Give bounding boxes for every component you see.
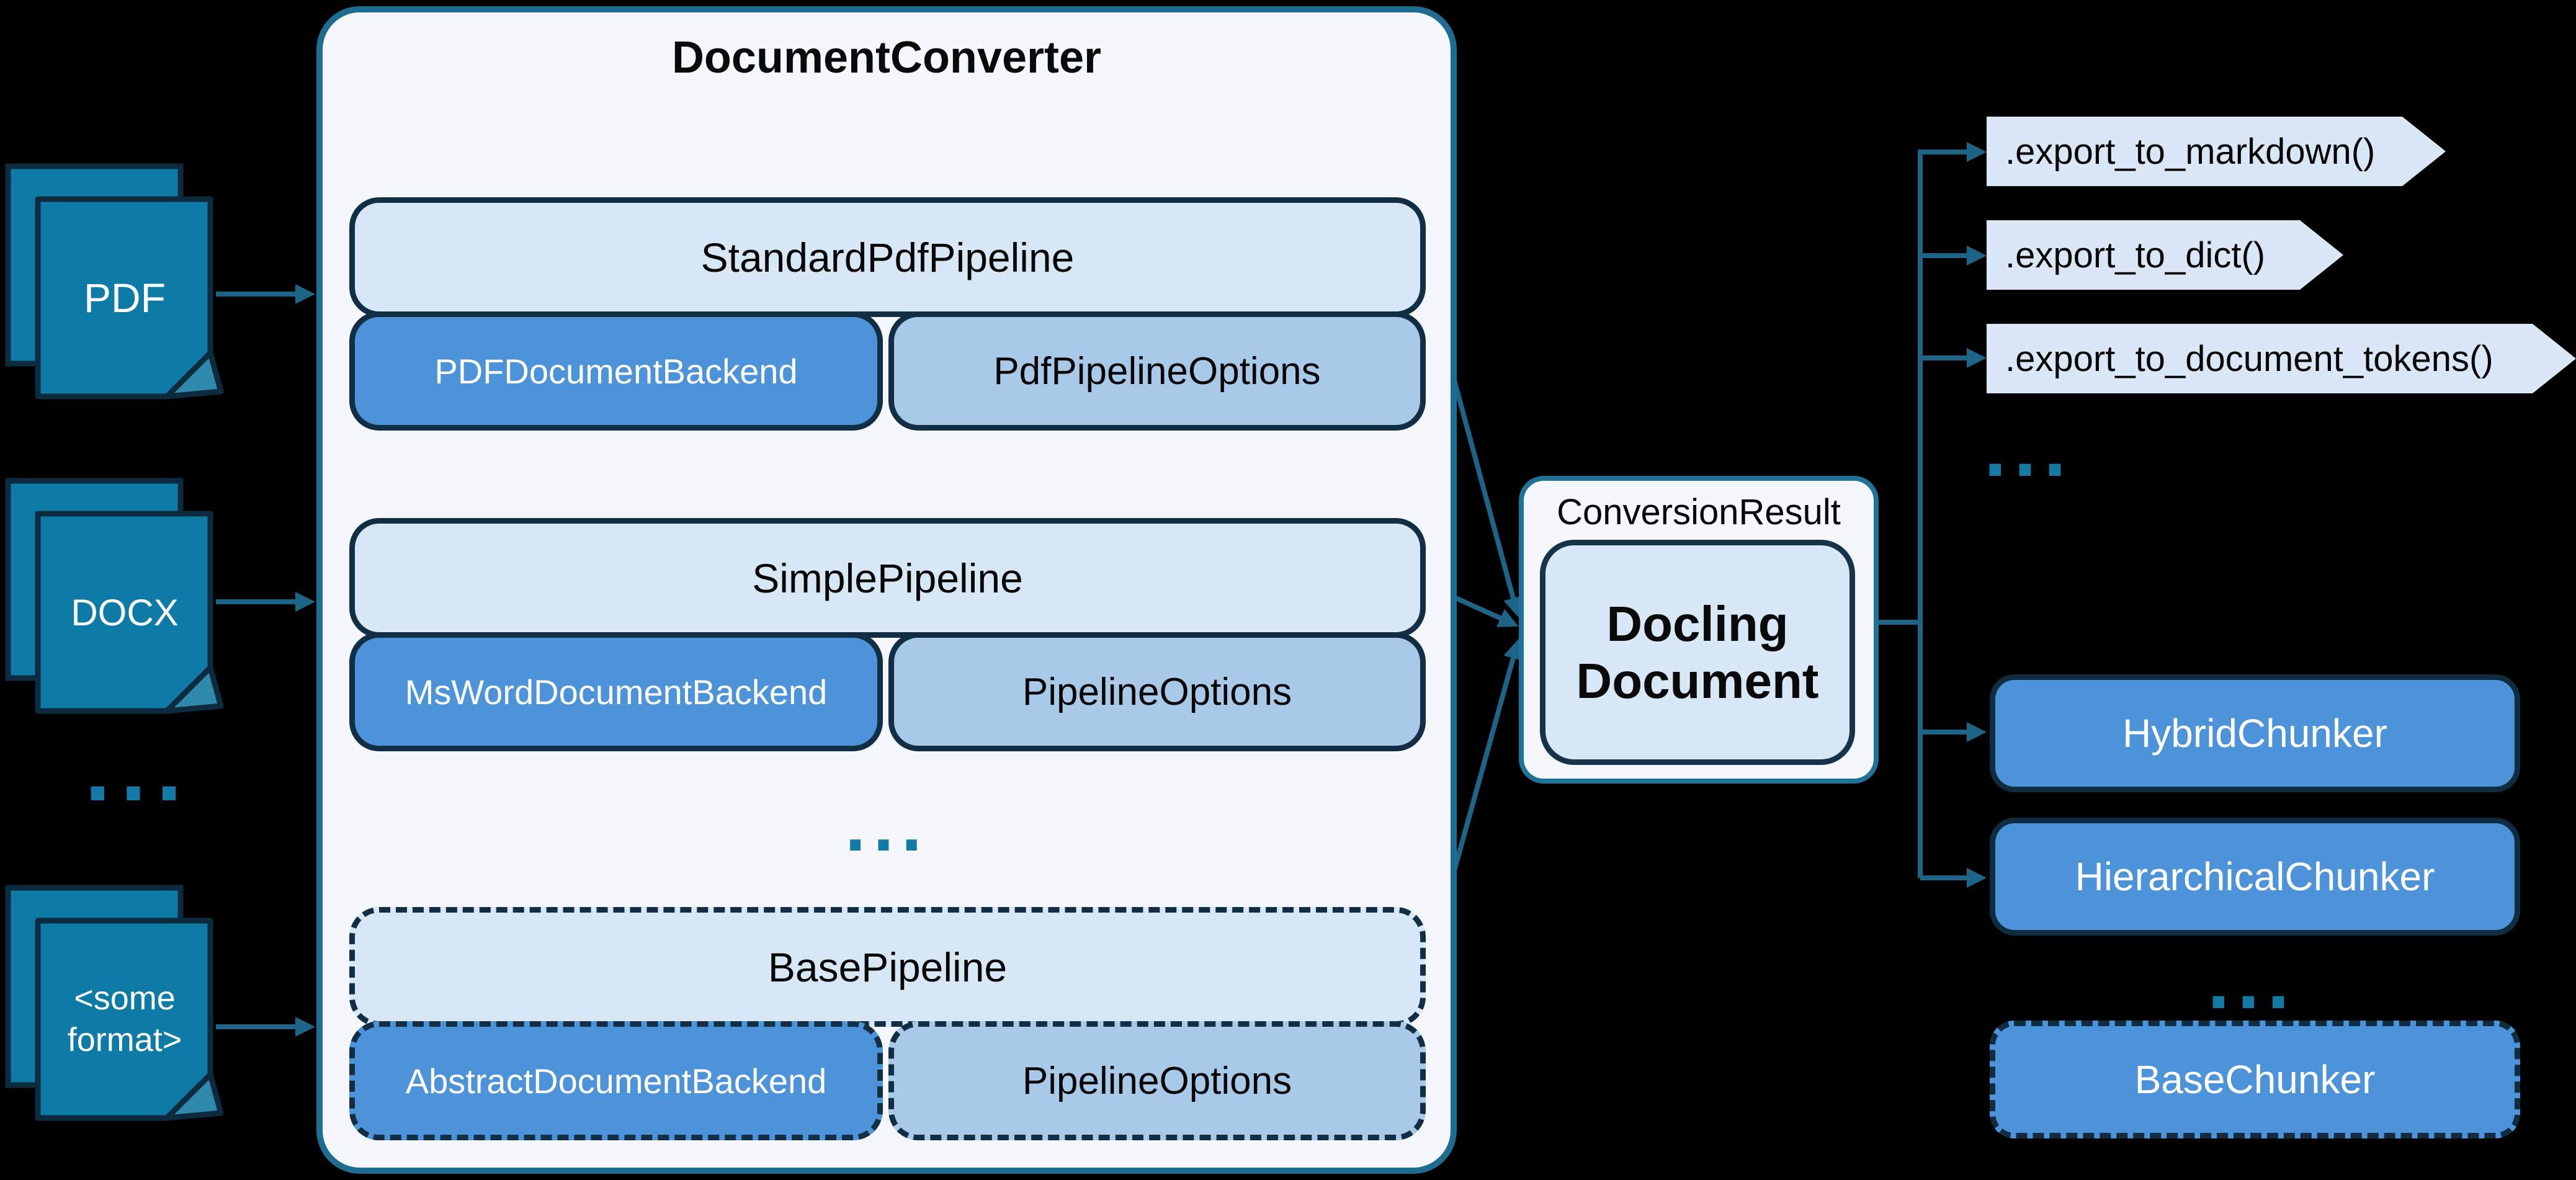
document-label: DOCX [71,591,179,633]
backend-box-msworddocumentbackend: MsWordDocumentBackend [349,632,883,751]
document-pages-icon [5,885,224,1121]
export-chevron-dict: .export_to_dict() [1987,220,2343,290]
document-pages-icon [5,478,224,714]
backend-box-pdfdocumentbackend: PDFDocumentBackend [349,311,883,431]
options-box-pdfpipelineoptions: PdfPipelineOptions [888,311,1426,431]
conversionresult-label: ConversionResult [1557,492,1841,532]
document-label: PDF [84,274,166,321]
export-chevron-markdown: .export_to_markdown() [1987,117,2446,186]
pipeline-box-simplepipeline: SimplePipeline [349,518,1426,638]
documentconverter-title: DocumentConverter [671,33,1102,83]
chunker-hierarchical: HierarchicalChunker [1990,818,2520,936]
pipeline-box-standardpdfpipeline: StandardPdfPipeline [349,197,1426,317]
doclingdocument-box: Docling Document [1540,540,1855,765]
document-stack-pdf: PDF [2,161,226,409]
document-stack-docx: DOCX [2,475,226,723]
document-pages-icon [5,163,224,400]
export-chevron-document-tokens: .export_to_document_tokens() [1987,324,2576,393]
options-box-pipelineoptions: PipelineOptions [888,632,1426,751]
pipeline-box-basepipeline: BasePipeline [349,907,1426,1027]
document-label: <some format> [67,979,182,1059]
options-box-pipelineoptions-base: PipelineOptions [888,1021,1426,1140]
backend-box-abstractdocumentbackend: AbstractDocumentBackend [349,1021,883,1140]
chunker-hybrid: HybridChunker [1990,674,2520,792]
document-stack-someformat: <some format> [2,882,226,1130]
chunker-base: BaseChunker [1990,1021,2520,1138]
